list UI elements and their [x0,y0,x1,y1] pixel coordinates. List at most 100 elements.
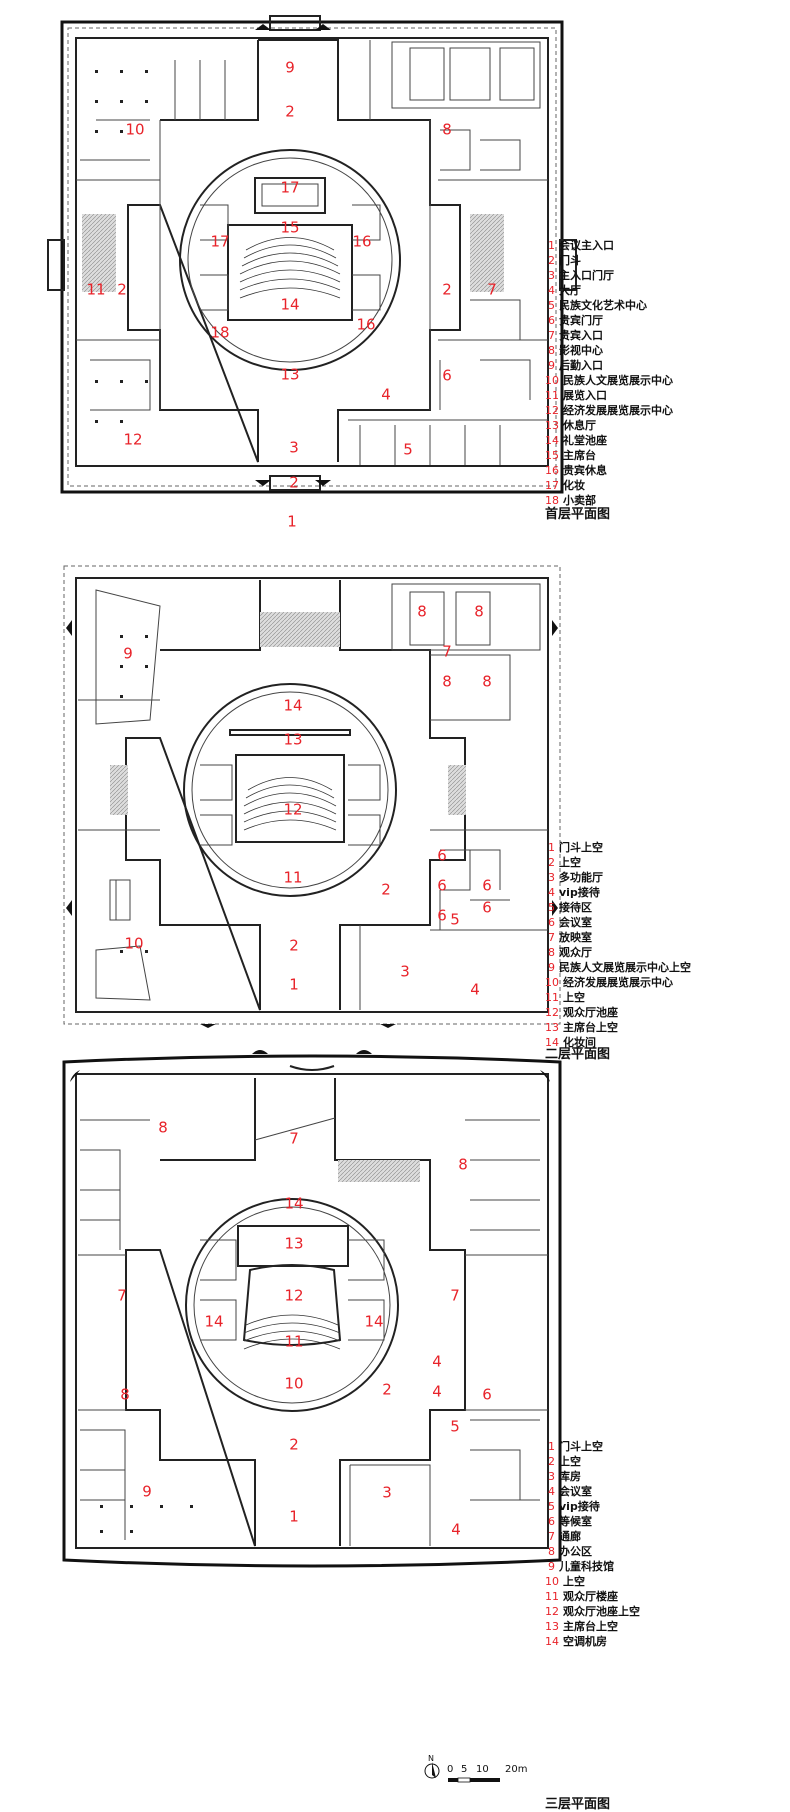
room-label: 14 [364,1313,383,1331]
legend-item: 10 民族人文展览展示中心 [545,373,673,388]
legend-number: 18 [545,494,559,507]
room-label: 7 [450,1287,460,1305]
legend-text: 通廊 [559,1530,581,1543]
legend-number: 7 [548,931,555,944]
legend-number: 13 [545,419,559,432]
legend-text: 办公区 [559,1545,592,1558]
legend-number: 10 [545,374,559,387]
legend-text: 主入口门厅 [559,269,614,282]
scale-tick-20m: 20m [505,1764,528,1775]
room-label: 6 [482,1386,492,1404]
legend-text: 休息厅 [563,419,596,432]
legend-number: 15 [545,449,559,462]
room-label: 7 [117,1287,127,1305]
room-label: 6 [437,847,447,865]
legend-number: 6 [548,916,555,929]
room-label: 8 [158,1119,168,1137]
legend-item: 6 会议室 [545,915,691,930]
legend-text: 观众厅池座上空 [563,1605,640,1618]
room-label: 2 [117,281,127,299]
legend-number: 10 [545,1575,559,1588]
legend-number: 1 [548,1440,555,1453]
legend-number: 5 [548,299,555,312]
room-label: 3 [400,963,410,981]
room-label: 16 [352,233,371,251]
room-label: 12 [284,1287,303,1305]
third-floor-caption: 三层平面图 [545,1797,611,1812]
second-floor-room-labels: 8 8 9 7 8 8 14 13 12 6 6 11 6 6 2 6 5 10… [123,603,492,999]
first-floor-room-labels: 9 2 10 8 17 15 17 16 11 2 14 2 7 16 18 1… [86,59,496,531]
legend-text: 会议室 [559,916,592,929]
room-label: 8 [458,1156,468,1174]
room-label: 2 [289,474,299,492]
room-label: 4 [381,386,391,404]
room-label: 4 [432,1383,442,1401]
room-label: 2 [382,1381,392,1399]
third-floor-plan [62,1050,562,1568]
room-label: 5 [450,1418,460,1436]
room-label: 16 [356,316,375,334]
room-label: 2 [285,103,295,121]
legend-number: 12 [545,1605,559,1618]
legend-text: 贵宾休息 [563,464,607,477]
legend-number: 8 [548,1545,555,1558]
room-label: 8 [442,673,452,691]
legend-number: 9 [548,961,555,974]
legend-number: 14 [545,1036,559,1049]
legend-text: 后勤入口 [559,359,603,372]
room-label: 1 [289,1508,299,1526]
room-label: 6 [442,367,452,385]
scale-tick-5: 5 [461,1764,468,1775]
north-label: N [428,1754,434,1763]
room-label: 8 [482,673,492,691]
room-label: 14 [280,296,299,314]
room-label: 3 [382,1484,392,1502]
room-label: 7 [487,281,497,299]
room-label: 10 [284,1375,303,1393]
legend-text: 经济发展展览展示中心 [563,404,673,417]
legend-item: 8 办公区 [545,1544,640,1559]
room-label: 4 [470,981,480,999]
legend-text: 民族人文展览展示中心 [563,374,673,387]
room-label: 18 [210,324,229,342]
scale-bar [448,1777,500,1783]
legend-number: 2 [548,856,555,869]
room-label: 7 [289,1130,299,1148]
room-label: 9 [142,1483,152,1501]
room-label: 17 [210,233,229,251]
room-label: 12 [123,431,142,449]
room-label: 8 [474,603,484,621]
legend-number: 6 [548,1515,555,1528]
legend-item: 12 观众厅池座上空 [545,1604,640,1619]
room-label: 13 [283,731,302,749]
room-label: 5 [450,911,460,929]
legend-number: 17 [545,479,559,492]
legend-text: 门斗 [559,254,581,267]
legend-text: 上空 [563,991,585,1004]
room-label: 8 [120,1386,130,1404]
legend-number: 3 [548,1470,555,1483]
legend-text: 礼堂池座 [563,434,607,447]
legend-number: 7 [548,329,555,342]
legend-number: 14 [545,1635,559,1648]
legend-number: 1 [548,239,555,252]
room-label: 5 [403,441,413,459]
